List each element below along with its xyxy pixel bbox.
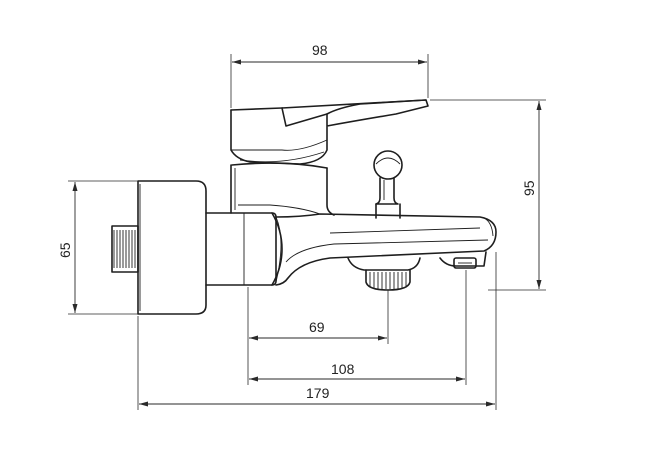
spout — [275, 213, 497, 286]
mixer-body — [205, 212, 283, 286]
dimension-69: 69 — [247, 287, 389, 385]
dimension-label-65: 65 — [57, 242, 73, 258]
dimension-95: 95 — [430, 99, 546, 291]
dimension-label-108: 108 — [331, 361, 355, 377]
dimension-98: 98 — [230, 42, 429, 108]
dimension-108: 108 — [249, 270, 467, 385]
diverter-knob — [373, 150, 403, 219]
dimension-label-95: 95 — [521, 180, 537, 196]
faucet-outline — [111, 99, 497, 315]
cartridge-housing — [230, 162, 335, 216]
lever-handle — [230, 99, 429, 165]
wall-connector-thread — [111, 225, 139, 273]
wall-flange — [137, 180, 207, 315]
dimension-179: 179 — [137, 252, 497, 410]
dimension-label-98: 98 — [312, 42, 328, 58]
dimension-label-69: 69 — [309, 319, 325, 335]
bath-outlet — [347, 257, 421, 291]
spout-aerator — [439, 251, 487, 269]
dimension-65: 65 — [57, 180, 138, 315]
dimension-label-179: 179 — [306, 385, 330, 401]
